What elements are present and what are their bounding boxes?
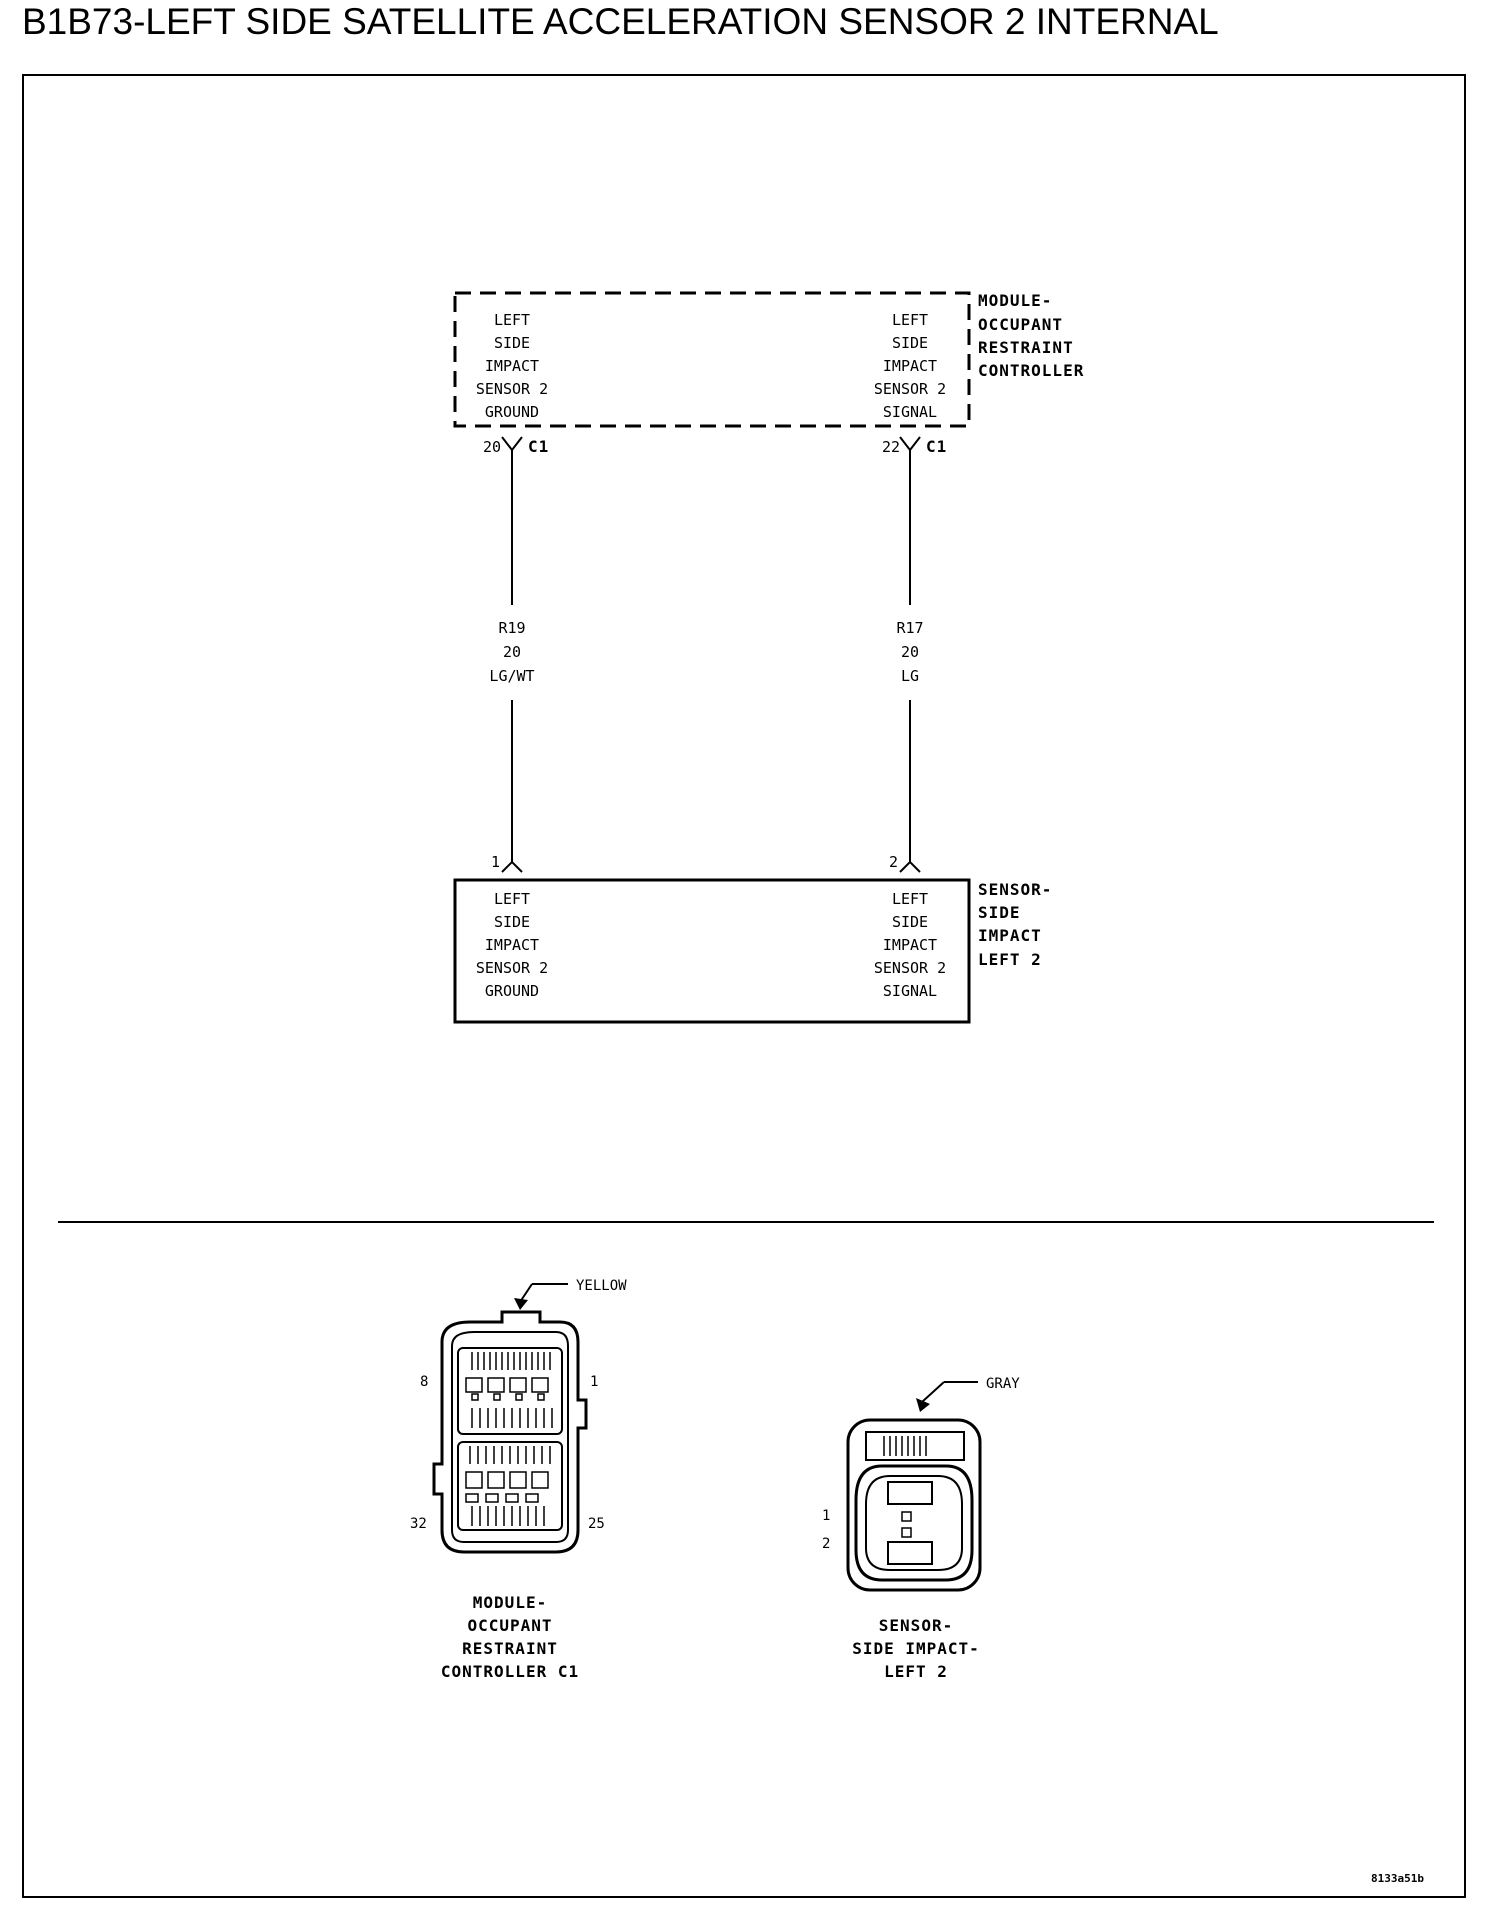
- svg-text:SIGNAL: SIGNAL: [883, 403, 937, 421]
- module-box: [453, 291, 971, 428]
- svg-text:GROUND: GROUND: [485, 403, 539, 421]
- sensor-pin-number-left: 1: [491, 853, 500, 871]
- svg-text:IMPACT: IMPACT: [883, 357, 937, 375]
- sensor-pin-symbol-left: [501, 860, 523, 873]
- svg-text:LEFT: LEFT: [892, 311, 928, 329]
- svg-text:SENSOR-: SENSOR-: [978, 880, 1052, 899]
- svg-text:SIDE: SIDE: [494, 334, 530, 352]
- svg-text:SENSOR 2: SENSOR 2: [476, 959, 548, 977]
- sensor-connector-view: GRAY 1 2 SENSOR- SIDE IMPACT- LEFT 2: [822, 1376, 1020, 1681]
- svg-text:LEFT 2: LEFT 2: [884, 1662, 948, 1681]
- svg-text:IMPACT: IMPACT: [883, 936, 937, 954]
- svg-text:IMPACT: IMPACT: [485, 357, 539, 375]
- module-c1-color-label: YELLOW: [576, 1278, 627, 1294]
- svg-text:OCCUPANT: OCCUPANT: [978, 315, 1063, 334]
- sensor-left-pin-label: LEFT SIDE IMPACT SENSOR 2 GROUND: [476, 890, 548, 1000]
- module-c1-caption: MODULE- OCCUPANT RESTRAINT CONTROLLER C1: [441, 1593, 579, 1681]
- module-connector-right: C1: [926, 437, 947, 456]
- svg-text:SIDE: SIDE: [892, 913, 928, 931]
- module-c1-pin-label-25: 25: [588, 1516, 605, 1532]
- svg-text:LEFT: LEFT: [494, 311, 530, 329]
- sensor-name: SENSOR- SIDE IMPACT LEFT 2: [978, 880, 1052, 969]
- module-pin-number-left: 20: [483, 438, 501, 456]
- svg-text:LG: LG: [901, 667, 919, 685]
- svg-text:MODULE-: MODULE-: [978, 291, 1052, 310]
- svg-text:RESTRAINT: RESTRAINT: [978, 338, 1074, 357]
- svg-text:20: 20: [901, 643, 919, 661]
- svg-text:MODULE-: MODULE-: [473, 1593, 547, 1612]
- module-pin-symbol-right: [899, 436, 921, 452]
- svg-text:SIDE: SIDE: [494, 913, 530, 931]
- svg-text:SIGNAL: SIGNAL: [883, 982, 937, 1000]
- wire-label-r17: R17 20 LG: [896, 619, 923, 685]
- module-connector-left: C1: [528, 437, 549, 456]
- sensor-right-pin-label: LEFT SIDE IMPACT SENSOR 2 SIGNAL: [874, 890, 946, 1000]
- svg-text:SIDE: SIDE: [892, 334, 928, 352]
- sensor-box: [453, 878, 971, 1024]
- svg-text:R17: R17: [896, 619, 923, 637]
- sensor-pin-number-right: 2: [889, 853, 898, 871]
- module-left-pin-label: LEFT SIDE IMPACT SENSOR 2 GROUND: [476, 311, 548, 421]
- svg-text:CONTROLLER C1: CONTROLLER C1: [441, 1662, 579, 1681]
- svg-text:20: 20: [503, 643, 521, 661]
- svg-text:LEFT: LEFT: [892, 890, 928, 908]
- sensor-color-label: GRAY: [986, 1376, 1020, 1392]
- svg-text:LG/WT: LG/WT: [489, 667, 534, 685]
- sensor-pin-label-2: 2: [822, 1536, 830, 1552]
- module-c1-pin-label-32: 32: [410, 1516, 427, 1532]
- module-right-pin-label: LEFT SIDE IMPACT SENSOR 2 SIGNAL: [874, 311, 946, 421]
- sensor-pin-label-1: 1: [822, 1508, 830, 1524]
- diagram-frame: [22, 74, 1466, 1898]
- svg-text:CONTROLLER: CONTROLLER: [978, 361, 1084, 380]
- wire-label-r19: R19 20 LG/WT: [489, 619, 534, 685]
- svg-text:SENSOR 2: SENSOR 2: [874, 959, 946, 977]
- svg-text:SENSOR 2: SENSOR 2: [874, 380, 946, 398]
- module-pin-symbol-left: [501, 436, 523, 452]
- svg-text:SENSOR-: SENSOR-: [879, 1616, 953, 1635]
- module-c1-pin-label-8: 8: [420, 1374, 428, 1390]
- module-c1-pin-label-1: 1: [590, 1374, 598, 1390]
- sensor-pin-symbol-right: [899, 860, 921, 873]
- svg-text:RESTRAINT: RESTRAINT: [462, 1639, 558, 1658]
- svg-text:SIDE IMPACT-: SIDE IMPACT-: [852, 1639, 980, 1658]
- sensor-caption: SENSOR- SIDE IMPACT- LEFT 2: [852, 1616, 980, 1681]
- svg-text:IMPACT: IMPACT: [978, 926, 1042, 945]
- svg-text:R19: R19: [498, 619, 525, 637]
- svg-text:SIDE: SIDE: [978, 903, 1021, 922]
- svg-text:GROUND: GROUND: [485, 982, 539, 1000]
- svg-text:LEFT 2: LEFT 2: [978, 950, 1042, 969]
- svg-text:LEFT: LEFT: [494, 890, 530, 908]
- svg-text:IMPACT: IMPACT: [485, 936, 539, 954]
- module-c1-connector-view: YELLOW: [410, 1278, 627, 1681]
- module-name: MODULE- OCCUPANT RESTRAINT CONTROLLER: [978, 291, 1084, 380]
- page-title: B1B73-LEFT SIDE SATELLITE ACCELERATION S…: [22, 1, 1219, 42]
- figure-id: 8133a51b: [1371, 1872, 1424, 1885]
- svg-text:OCCUPANT: OCCUPANT: [467, 1616, 552, 1635]
- module-pin-number-right: 22: [882, 438, 900, 456]
- svg-text:SENSOR 2: SENSOR 2: [476, 380, 548, 398]
